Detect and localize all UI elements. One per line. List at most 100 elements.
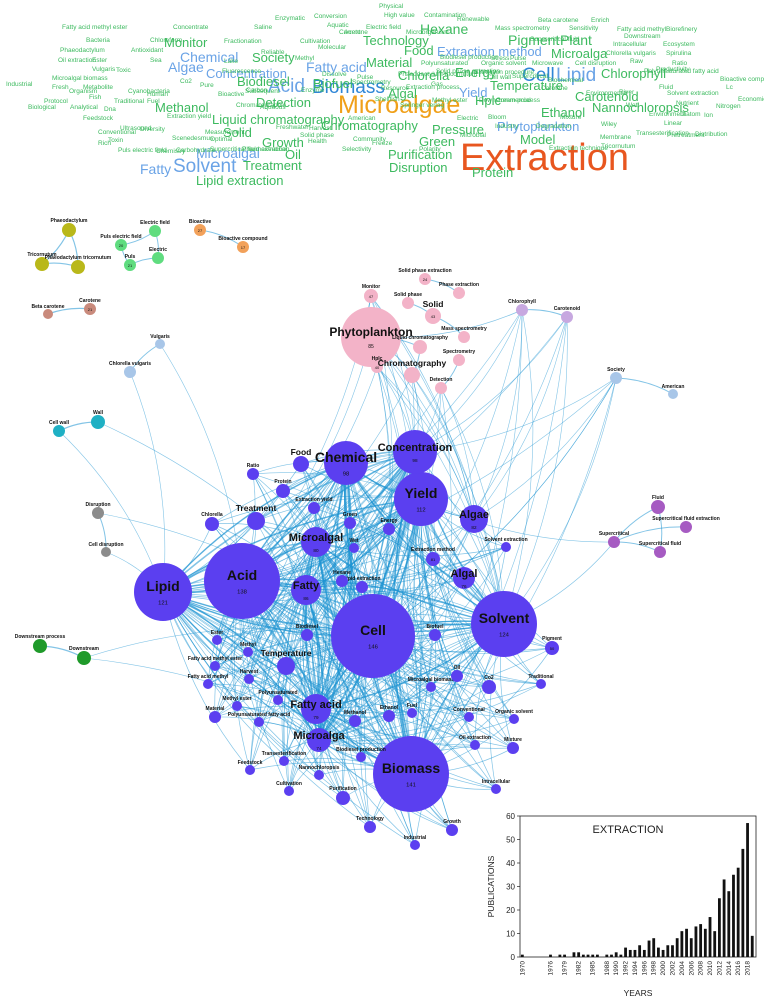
x-tick-label: 1985 — [590, 961, 597, 976]
network-node-circle — [331, 594, 415, 678]
network-node-label: Tricornutum — [27, 252, 57, 258]
y-tick-label: 50 — [506, 836, 515, 845]
network-edge — [410, 309, 523, 775]
network-node-circle — [314, 770, 324, 780]
wordcloud-word: Algae — [168, 59, 204, 75]
wordcloud-word: Dna — [104, 106, 116, 113]
network-node-circle — [254, 717, 264, 727]
wordcloud-word: Bioactive — [218, 91, 245, 98]
network-node-label: Solid phase extraction — [398, 268, 451, 274]
wordcloud-word: Ester — [92, 57, 108, 64]
wordcloud-word: Fractionation — [224, 38, 262, 45]
y-tick-label: 0 — [511, 953, 516, 962]
bar — [558, 954, 562, 957]
network-node-circle — [62, 223, 76, 237]
network-node: Chlorella vulgaris — [109, 361, 151, 378]
wordcloud-word: Stress — [491, 55, 510, 62]
network-node: Extraction yield — [295, 497, 333, 514]
wordcloud-word: Fish — [89, 94, 102, 101]
network-edge — [305, 589, 356, 722]
bar — [605, 954, 609, 957]
wordcloud-word: Current — [339, 29, 361, 36]
wordcloud-word: Acid — [268, 76, 305, 97]
wordcloud-word: Extraction — [460, 137, 629, 179]
bar — [741, 848, 745, 957]
wordcloud-word: Microalgal biomass — [52, 75, 108, 82]
bar — [638, 945, 642, 957]
wordcloud-word: Fluid — [659, 84, 673, 91]
wordcloud-word: Polyunsaturated fatty acid — [644, 68, 719, 75]
wordcloud-word: Society — [252, 50, 295, 65]
network-node: Biofuel — [427, 624, 444, 641]
network-node: Hexane — [333, 570, 351, 587]
network-node-circle — [152, 252, 164, 264]
network-node-label: Puls electric field — [100, 234, 141, 240]
network-node-label: Green — [343, 512, 357, 518]
network-node: Spectrometry — [443, 349, 475, 366]
y-tick-label: 40 — [506, 859, 515, 868]
network-node-circle — [561, 311, 573, 323]
network-node: Feedstock — [238, 760, 263, 775]
network-edge — [214, 589, 307, 718]
wordcloud-word: Microorganism — [406, 29, 449, 36]
wordcloud-word: Enzymatic — [275, 15, 306, 22]
x-axis-label: YEARS — [624, 988, 653, 998]
wordcloud-word: Pure — [200, 82, 214, 89]
network-node: Nannochloropsis — [299, 765, 340, 780]
network-node-label: Disruption — [86, 502, 111, 508]
network-node-label: Cell disruption — [89, 542, 124, 548]
network-node-label: Carotene — [79, 298, 101, 304]
network-node-label: Monitor — [362, 284, 380, 290]
wordcloud-word: Feedstock — [83, 115, 114, 122]
x-tick-label: 1996 — [641, 961, 648, 976]
network-node-label: Solid phase — [394, 292, 422, 298]
network-node-label: Hexane — [333, 570, 351, 576]
network-edge — [345, 462, 542, 685]
wordcloud-word: Food — [404, 43, 434, 58]
network-node: Fatty acid methyl ester — [188, 656, 242, 671]
wordcloud-word: Cell — [522, 65, 555, 86]
network-node-circle — [404, 367, 420, 383]
network-node-circle — [507, 742, 519, 754]
network-node: Material — [206, 706, 225, 723]
network-node-circle — [402, 297, 414, 309]
wordcloud-word: Biodiesel production — [440, 54, 499, 61]
bar — [671, 945, 674, 957]
network-node-label: Biodiesel — [296, 624, 319, 630]
network-node-circle — [35, 257, 49, 271]
x-tick-label: 2010 — [707, 961, 714, 976]
network-edge — [503, 377, 617, 625]
network-node-label: Microalga — [293, 730, 345, 742]
x-tick-label: 1998 — [651, 961, 658, 976]
bar — [591, 954, 595, 957]
bar — [708, 917, 712, 957]
network-node-circle — [149, 225, 161, 237]
network-node-circle — [237, 241, 249, 253]
network-node-circle — [204, 543, 280, 619]
wordcloud-word: Resource — [381, 85, 409, 92]
network-node-circle — [308, 502, 320, 514]
network-edge — [258, 462, 347, 723]
network-node-count: 81 — [431, 557, 436, 562]
network-node: Cell wall — [49, 420, 70, 437]
bar — [563, 954, 566, 957]
network-node: Downstream — [69, 646, 100, 665]
wordcloud-word: Toxin — [108, 137, 124, 144]
network-node-circle — [509, 714, 519, 724]
network-node-circle — [482, 680, 496, 694]
wordcloud-word: Fatty acid — [306, 59, 367, 75]
wordcloud-word: Chromatography — [321, 118, 418, 133]
network-edge — [370, 295, 424, 775]
network-node-count: 141 — [406, 783, 416, 789]
network-node-label: Chlorophyll — [508, 299, 536, 305]
network-edge — [370, 336, 422, 775]
network-node: Transesterification — [262, 751, 306, 766]
network-node-label: Solvent extraction — [484, 537, 527, 543]
bar — [624, 947, 627, 957]
network-node-circle — [451, 670, 463, 682]
wordcloud-word: Community — [353, 136, 387, 143]
